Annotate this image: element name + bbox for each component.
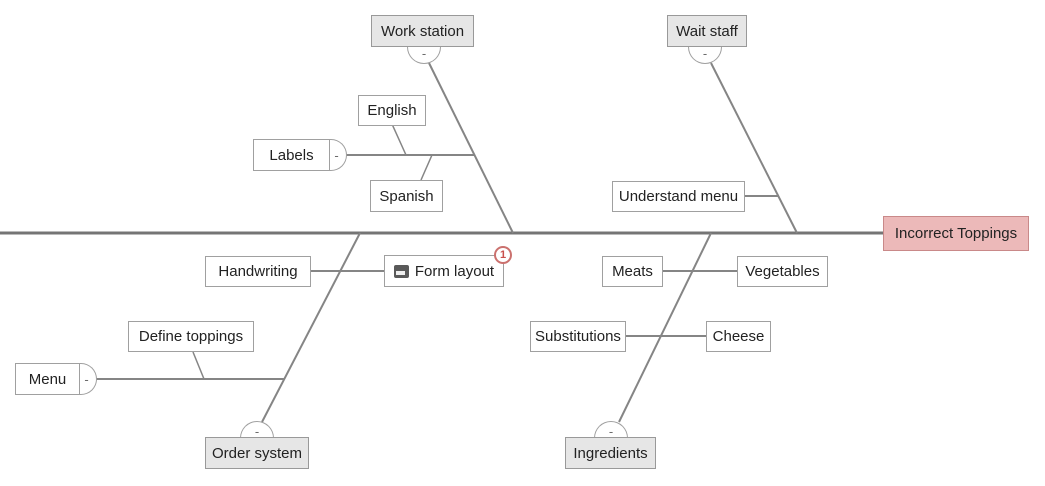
node-define-toppings[interactable]: Define toppings bbox=[128, 321, 254, 352]
branch-wait-staff[interactable] bbox=[710, 62, 798, 234]
node-english[interactable]: English bbox=[358, 95, 426, 126]
node-ingredients[interactable]: Ingredients bbox=[565, 437, 656, 469]
connector-define-toppings[interactable] bbox=[192, 351, 205, 380]
cause-label: Understand menu bbox=[618, 188, 739, 205]
minus-icon: - bbox=[84, 371, 89, 387]
minus-icon: - bbox=[421, 46, 427, 61]
category-label: Order system bbox=[211, 444, 302, 462]
node-work-station[interactable]: Work station bbox=[371, 15, 474, 47]
node-wait-staff[interactable]: Wait staff bbox=[667, 15, 747, 47]
cause-label: Cheese bbox=[712, 328, 765, 345]
node-order-system[interactable]: Order system bbox=[205, 437, 309, 469]
cause-label: Menu bbox=[28, 370, 67, 388]
node-cheese[interactable]: Cheese bbox=[706, 321, 771, 352]
minus-icon: - bbox=[702, 46, 708, 61]
cause-label: Handwriting bbox=[218, 263, 298, 280]
node-spanish[interactable]: Spanish bbox=[370, 180, 443, 212]
comment-count-badge[interactable]: 1 bbox=[494, 246, 512, 264]
comment-icon[interactable] bbox=[393, 264, 409, 278]
minus-icon: - bbox=[334, 147, 339, 163]
node-menu[interactable]: Menu bbox=[15, 363, 80, 395]
node-form-layout[interactable]: Form layout bbox=[384, 255, 504, 287]
cause-label: Labels bbox=[269, 146, 314, 164]
category-label: Wait staff bbox=[676, 22, 738, 40]
cause-label: Meats bbox=[612, 263, 653, 280]
minus-icon: - bbox=[254, 424, 260, 439]
node-effect[interactable]: Incorrect Toppings bbox=[883, 216, 1029, 251]
minus-icon: - bbox=[608, 424, 614, 439]
node-substitutions[interactable]: Substitutions bbox=[530, 321, 626, 352]
node-understand-menu[interactable]: Understand menu bbox=[612, 181, 745, 212]
branch-work-station[interactable] bbox=[428, 62, 514, 234]
node-handwriting[interactable]: Handwriting bbox=[205, 256, 311, 287]
connector-english[interactable] bbox=[391, 123, 407, 156]
effect-label: Incorrect Toppings bbox=[894, 225, 1018, 242]
node-labels[interactable]: Labels bbox=[253, 139, 330, 171]
cause-label: Form layout bbox=[414, 262, 495, 280]
category-label: Ingredients bbox=[573, 444, 648, 462]
cause-label: Define toppings bbox=[138, 328, 244, 345]
cause-label: English bbox=[367, 102, 417, 119]
node-meats[interactable]: Meats bbox=[602, 256, 663, 287]
cause-label: Vegetables bbox=[745, 263, 820, 280]
comment-count: 1 bbox=[499, 249, 507, 261]
branch-order-system[interactable] bbox=[261, 232, 361, 423]
cause-label: Spanish bbox=[379, 187, 434, 205]
branch-ingredients[interactable] bbox=[618, 232, 712, 423]
category-label: Work station bbox=[380, 22, 465, 40]
connector-spanish[interactable] bbox=[420, 154, 433, 181]
cause-label: Substitutions bbox=[535, 328, 621, 345]
node-vegetables[interactable]: Vegetables bbox=[737, 256, 828, 287]
